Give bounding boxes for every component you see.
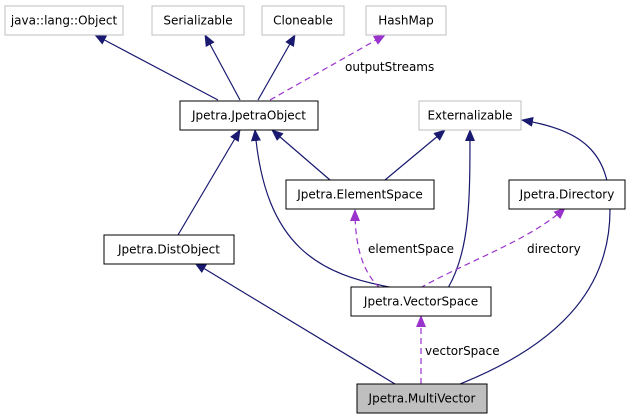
node-label-element-space: Jpetra.ElementSpace — [296, 188, 423, 202]
node-serializable[interactable]: Serializable — [151, 5, 245, 36]
edge-elementspace-to-jpetraobject — [271, 129, 331, 181]
edge-vectorspace-to-externalizable — [447, 129, 475, 289]
node-cloneable[interactable]: Cloneable — [261, 5, 345, 36]
edge-elementspace-to-externalizable — [384, 129, 446, 181]
node-label-hashmap: HashMap — [378, 14, 434, 28]
edge-jpetraobject-to-java-object — [94, 34, 219, 101]
edge-distobject-to-jpetraobject — [177, 129, 241, 236]
node-label-cloneable: Cloneable — [273, 14, 333, 28]
edge-label-output-streams: outputStreams — [345, 60, 434, 74]
edge-vectorspace-to-jpetraobject — [250, 129, 396, 289]
node-multi-vector[interactable]: Jpetra.MultiVector — [356, 383, 488, 414]
node-element-space[interactable]: Jpetra.ElementSpace — [285, 179, 435, 210]
node-hashmap[interactable]: HashMap — [365, 5, 447, 36]
edge-vectorspace-uses-elementspace — [350, 209, 381, 289]
nodes: java::lang::Object Serializable Cloneabl… — [4, 5, 626, 414]
node-label-java-object: java::lang::Object — [10, 14, 118, 28]
node-vector-space[interactable]: Jpetra.VectorSpace — [350, 286, 492, 317]
node-label-multi-vector: Jpetra.MultiVector — [368, 392, 476, 406]
node-label-vector-space: Jpetra.VectorSpace — [363, 295, 478, 309]
edge-jpetraobject-to-cloneable — [257, 34, 296, 101]
edge-label-vector-space: vectorSpace — [425, 344, 500, 358]
node-java-object[interactable]: java::lang::Object — [4, 5, 124, 36]
edge-label-directory: directory — [527, 242, 581, 256]
edge-jpetraobject-to-serializable — [204, 34, 241, 101]
edge-vectorspace-uses-directory — [419, 207, 566, 289]
node-jpetra-object[interactable]: Jpetra.JpetraObject — [179, 100, 319, 131]
edge-labels: outputStreams elementSpace directory vec… — [345, 60, 581, 358]
edge-multivector-to-externalizable — [459, 116, 611, 385]
node-label-serializable: Serializable — [163, 14, 232, 28]
edge-jpetraobject-uses-hashmap — [269, 34, 386, 101]
node-externalizable[interactable]: Externalizable — [418, 100, 522, 131]
node-dist-object[interactable]: Jpetra.DistObject — [103, 234, 235, 265]
edges — [94, 34, 611, 385]
edge-label-element-space: elementSpace — [368, 242, 454, 256]
node-label-directory: Jpetra.Directory — [519, 188, 615, 202]
node-label-externalizable: Externalizable — [427, 109, 512, 123]
node-label-jpetra-object: Jpetra.JpetraObject — [191, 109, 306, 123]
node-directory[interactable]: Jpetra.Directory — [508, 179, 626, 210]
node-label-dist-object: Jpetra.DistObject — [117, 243, 220, 257]
edge-multivector-to-distobject — [194, 262, 396, 385]
